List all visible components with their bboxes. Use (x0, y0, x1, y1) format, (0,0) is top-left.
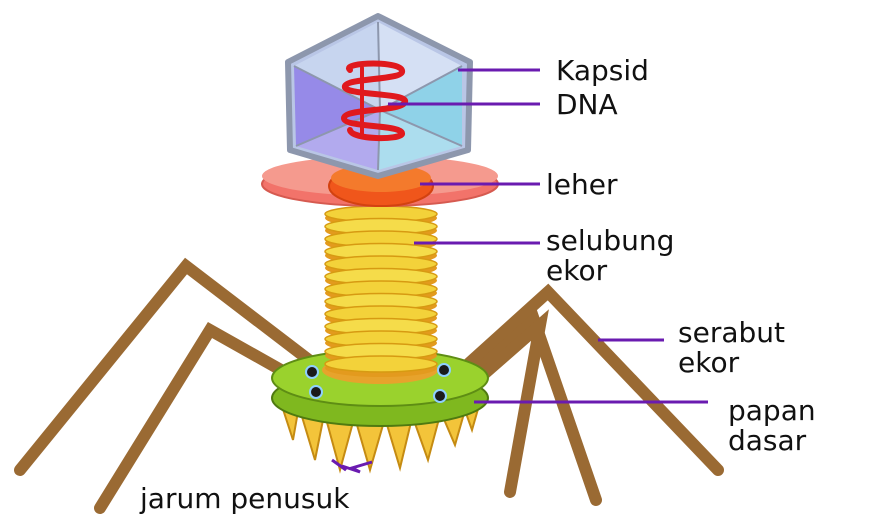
tail-sheath (325, 206, 437, 377)
label-papan-line1: papan (728, 396, 816, 426)
label-serabut-line1: serabut (678, 318, 785, 348)
label-kapsid: Kapsid (556, 56, 649, 86)
label-leher: leher (546, 170, 618, 200)
label-selubung-line1: selubung (546, 226, 674, 256)
label-selubung-line2: ekor (546, 256, 674, 286)
sheath-ring (325, 356, 437, 372)
label-papan-dasar: papan dasar (728, 396, 816, 456)
label-serabut-line2: ekor (678, 348, 785, 378)
label-jarum-penusuk: jarum penusuk (140, 484, 349, 514)
label-papan-line2: dasar (728, 426, 816, 456)
label-selubung-ekor: selubung ekor (546, 226, 674, 286)
label-dna: DNA (556, 90, 618, 120)
label-serabut-ekor: serabut ekor (678, 318, 785, 378)
